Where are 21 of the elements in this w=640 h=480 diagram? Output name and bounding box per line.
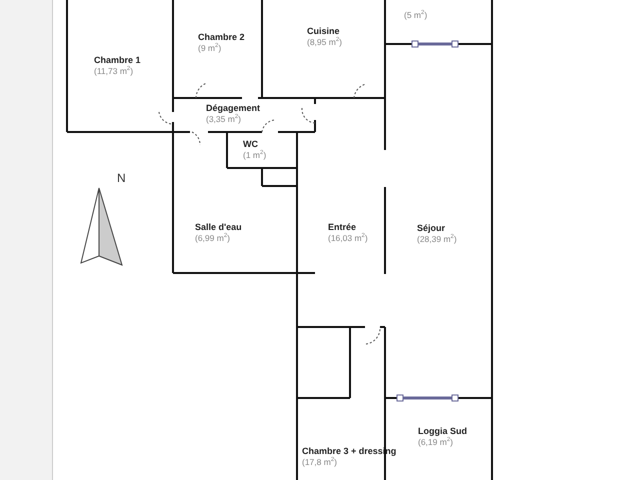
room-area: (11,73 m$^{2}$)	[94, 66, 141, 77]
room-area: (16,03 m$^{2}$)	[328, 233, 368, 244]
room-name: Salle d'eau	[195, 222, 242, 232]
room-name: Entrée	[328, 222, 358, 233]
north-label: N	[117, 171, 126, 185]
room-name: WC	[243, 139, 259, 150]
room-area: (17,8 m$^{2}$)	[302, 457, 396, 468]
room-area: (6,99 m$^{2}$)	[195, 233, 242, 244]
room-area: (5 m$^{2}$)	[404, 10, 428, 21]
room-name: Cuisine	[307, 26, 341, 36]
room-area: (9 m$^{2}$)	[198, 43, 245, 54]
room-name: Chambre 1	[94, 55, 141, 66]
room-name: Séjour	[417, 223, 446, 234]
room-area: (6,19 m$^{2}$)	[418, 437, 467, 448]
room-name: Loggia Sud	[418, 426, 467, 436]
room-area: (1 m$^{2}$)	[243, 150, 266, 161]
room-area: (3,35 m$^{2}$)	[206, 114, 260, 125]
room-name: Chambre 2	[198, 32, 245, 42]
room-name: Dégagement	[206, 103, 260, 114]
room-area: (28,39 m$^{2}$)	[417, 234, 457, 245]
room-area: (8,95 m$^{2}$)	[307, 37, 342, 48]
